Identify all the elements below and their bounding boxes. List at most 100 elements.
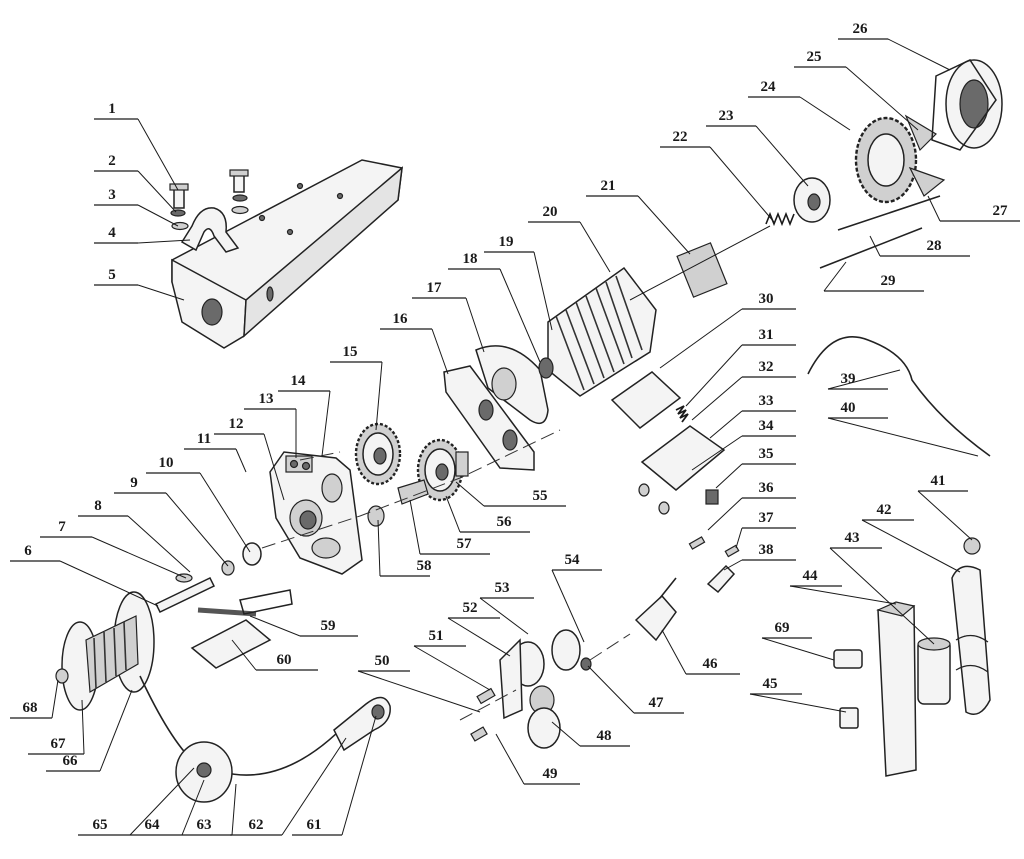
callout-number: 15 <box>343 344 358 360</box>
callout-leader <box>707 497 743 531</box>
part-switch-box-lid <box>610 371 682 429</box>
callout-number: 56 <box>497 514 513 530</box>
part-end-cover <box>475 345 549 425</box>
callout-number: 39 <box>841 371 856 387</box>
callout-9: 9 <box>114 475 229 567</box>
callout-leader <box>51 679 59 719</box>
callout-leader <box>465 297 485 353</box>
callout-number: 25 <box>807 49 822 65</box>
callout-number: 24 <box>761 79 777 95</box>
callout-number: 23 <box>719 108 734 124</box>
part-spring <box>765 211 795 227</box>
callout-65: 65 <box>78 767 195 836</box>
callout-leader <box>99 689 133 772</box>
part-mounting-channel <box>171 159 403 349</box>
callout-leader <box>129 767 195 836</box>
callout-16: 16 <box>380 311 449 375</box>
callout-66: 66 <box>46 689 133 772</box>
callout-leader <box>709 146 775 223</box>
callout-leader <box>551 569 585 643</box>
callout-leader <box>445 495 461 533</box>
callout-number: 57 <box>457 536 473 552</box>
part-gear-large <box>354 422 402 486</box>
callout-number: 20 <box>543 204 558 220</box>
callout-36: 36 <box>707 480 796 531</box>
callout-8: 8 <box>78 498 191 573</box>
callout-number: 27 <box>993 203 1009 219</box>
callout-2: 2 <box>94 153 177 213</box>
callout-number: 33 <box>759 393 774 409</box>
callout-64: 64 <box>130 779 205 836</box>
callout-17: 17 <box>412 280 485 353</box>
callout-44: 44 <box>789 568 897 605</box>
callout-leader <box>199 472 251 553</box>
callout-leader <box>137 284 185 301</box>
callout-37: 37 <box>735 510 796 549</box>
callout-number: 46 <box>703 656 719 672</box>
callout-63: 63 <box>182 783 237 836</box>
callout-number: 52 <box>463 600 478 616</box>
callout-15: 15 <box>330 344 383 431</box>
callout-number: 36 <box>759 480 775 496</box>
callout-22: 22 <box>660 129 775 223</box>
callout-leader <box>91 536 187 579</box>
callout-58: 58 <box>377 519 432 577</box>
part-limit-weight <box>175 741 233 803</box>
callout-number: 60 <box>277 652 292 668</box>
callout-leader <box>409 499 421 555</box>
callout-42: 42 <box>861 502 961 573</box>
callout-14: 14 <box>278 373 331 457</box>
part-remote-control <box>876 601 917 777</box>
part-small-parts <box>688 536 981 729</box>
callout-leader <box>137 239 191 244</box>
callout-50: 50 <box>357 653 481 713</box>
callout-number: 54 <box>565 552 581 568</box>
callout-leader <box>165 492 229 567</box>
callout-43: 43 <box>829 530 935 645</box>
part-brake-assembly <box>470 629 592 749</box>
part-pinion <box>367 479 429 527</box>
callout-30: 30 <box>659 291 796 369</box>
callout-leader <box>81 699 85 755</box>
part-bearing-plate <box>793 177 831 223</box>
callout-leader <box>715 463 743 489</box>
part-capacitor <box>917 637 951 705</box>
callout-number: 1 <box>108 101 116 117</box>
callout-leader <box>249 615 301 637</box>
callout-number: 58 <box>417 558 432 574</box>
callout-leader <box>927 195 941 222</box>
callout-19: 19 <box>484 234 553 331</box>
callout-leader <box>637 195 691 255</box>
callout-61: 61 <box>292 715 377 836</box>
callout-46: 46 <box>661 629 740 675</box>
callout-31: 31 <box>685 327 796 407</box>
callout-20: 20 <box>528 204 611 273</box>
callout-39: 39 <box>827 369 901 390</box>
callout-number: 59 <box>321 618 336 634</box>
callout-leader <box>917 490 973 541</box>
callout-48: 48 <box>551 721 630 747</box>
callout-number: 32 <box>759 359 774 375</box>
callout-10: 10 <box>146 455 251 553</box>
part-plug <box>634 577 677 642</box>
callout-leader <box>887 38 951 71</box>
callout-number: 45 <box>763 676 778 692</box>
callout-leader <box>533 251 553 331</box>
callout-number: 19 <box>499 234 514 250</box>
callout-leader <box>181 779 205 836</box>
callout-38: 38 <box>723 542 796 571</box>
callout-12: 12 <box>214 416 285 501</box>
callout-number: 42 <box>877 502 892 518</box>
callout-49: 49 <box>495 733 580 785</box>
callout-leader <box>263 433 285 501</box>
callout-number: 18 <box>463 251 478 267</box>
callout-number: 14 <box>291 373 307 389</box>
callout-number: 30 <box>759 291 774 307</box>
callout-45: 45 <box>749 676 847 713</box>
callout-leader <box>375 361 383 431</box>
callout-leader <box>431 328 449 375</box>
callout-leader <box>231 783 237 836</box>
part-bracket-pin <box>190 589 293 669</box>
callout-leader <box>789 585 897 605</box>
